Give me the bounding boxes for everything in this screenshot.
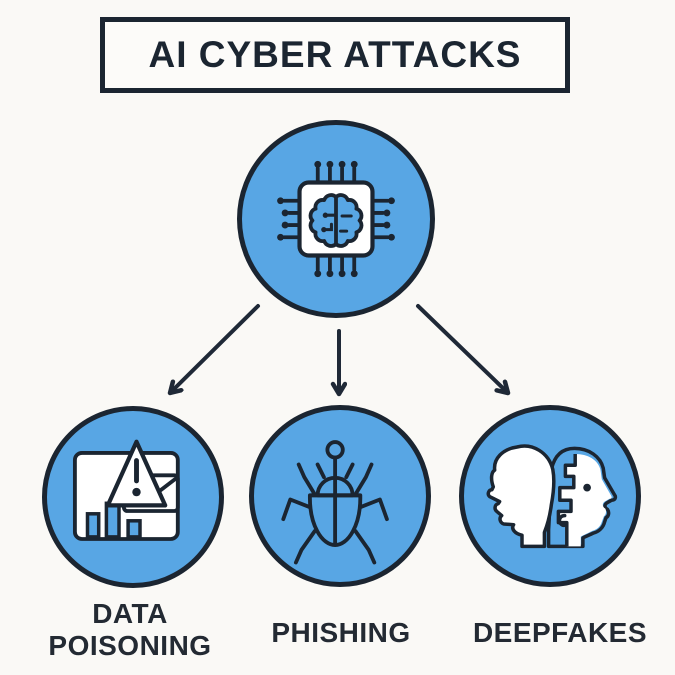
arrow-to-deepfakes — [416, 304, 508, 393]
deepfake-faces-icon — [486, 444, 618, 549]
node-deepfakes — [459, 405, 641, 587]
label-data-poisoning: DATA POISONING — [48, 598, 212, 661]
title-box: AI CYBER ATTACKS — [100, 17, 570, 93]
node-phishing — [249, 405, 431, 587]
real-face — [486, 444, 556, 549]
node-ai-core — [237, 120, 435, 318]
arrow-to-data-poisoning — [170, 304, 260, 393]
ai-chip-brain-icon — [277, 160, 395, 278]
data-poisoning-icon — [72, 439, 180, 541]
label-deepfakes: DEEPFAKES — [472, 617, 648, 648]
bug-icon — [281, 440, 389, 565]
page-title: AI CYBER ATTACKS — [148, 34, 522, 75]
label-phishing: PHISHING — [271, 617, 411, 648]
node-data-poisoning — [42, 406, 224, 588]
glitched-face — [546, 446, 618, 549]
